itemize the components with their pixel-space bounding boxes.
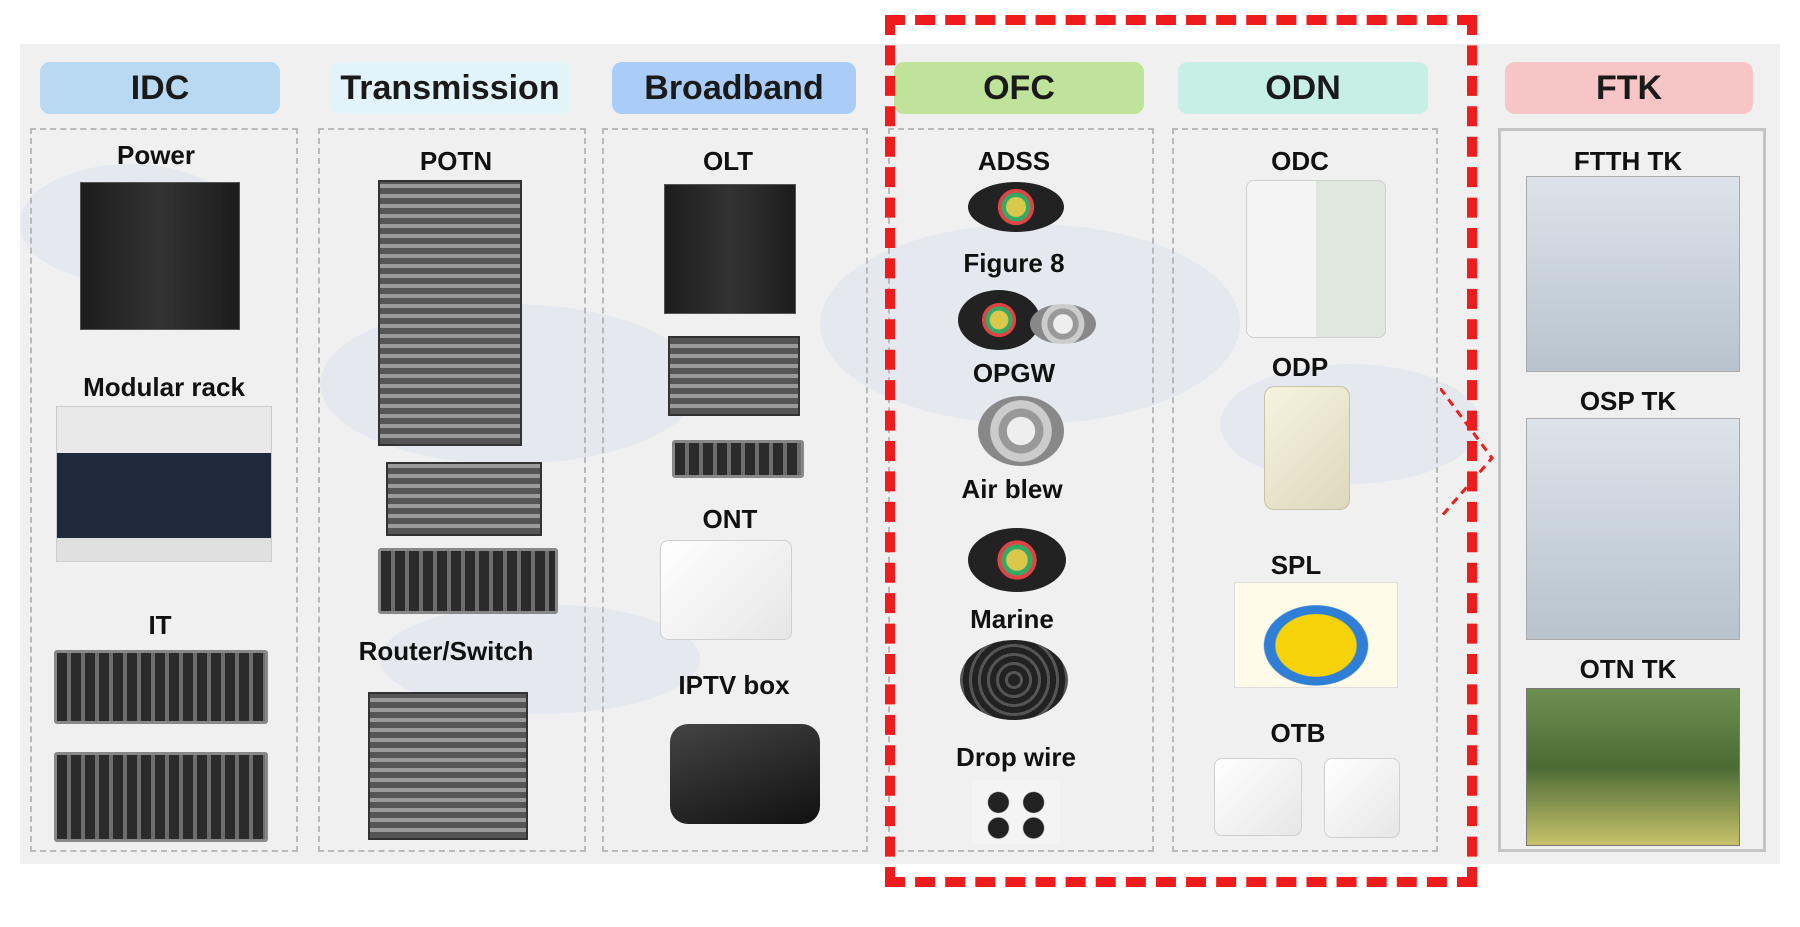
column-ftk xyxy=(1498,128,1766,852)
splitter-image xyxy=(1234,582,1398,688)
label-spl: SPL xyxy=(1270,550,1322,580)
ftth-tk-photo xyxy=(1526,176,1740,372)
label-ftth-tk: FTTH TK xyxy=(1573,146,1683,176)
column-broadband xyxy=(602,128,868,852)
router-switch-image xyxy=(368,692,528,840)
column-idc xyxy=(30,128,298,852)
label-air-blew: Air blew xyxy=(961,474,1063,504)
header-broadband: Broadband xyxy=(612,62,856,114)
label-it: IT xyxy=(148,610,172,640)
olt-shelf-image xyxy=(668,336,800,416)
label-drop-wire: Drop wire xyxy=(956,742,1076,772)
otb-open-image xyxy=(1324,758,1400,838)
potn-chassis-image xyxy=(378,180,522,446)
opgw-cable-image xyxy=(978,396,1064,466)
header-ofc-label: OFC xyxy=(983,68,1055,107)
header-idc-label: IDC xyxy=(130,68,190,107)
label-potn: POTN xyxy=(419,146,493,176)
olt-box-image xyxy=(672,440,804,478)
potn-box-image xyxy=(378,548,558,614)
label-olt: OLT xyxy=(702,146,754,176)
label-odp: ODP xyxy=(1271,352,1329,382)
header-transmission: Transmission xyxy=(330,62,570,114)
label-odc: ODC xyxy=(1271,146,1329,176)
drop-wire-image xyxy=(972,780,1060,844)
label-ont: ONT xyxy=(702,504,758,534)
figure-8-cable-image xyxy=(1030,304,1096,344)
label-marine: Marine xyxy=(970,604,1054,634)
label-modular-rack: Modular rack xyxy=(83,372,245,402)
power-cabinet-image xyxy=(80,182,240,330)
header-odn-label: ODN xyxy=(1265,68,1341,107)
header-ftk: FTK xyxy=(1505,62,1753,114)
label-otn-tk: OTN TK xyxy=(1579,654,1677,684)
column-odn xyxy=(1172,128,1438,852)
air-blew-cable-image xyxy=(968,528,1066,592)
header-ofc: OFC xyxy=(894,62,1144,114)
label-osp-tk: OSP TK xyxy=(1579,386,1677,416)
highlight-frame xyxy=(885,15,1477,887)
label-power: Power xyxy=(116,140,196,170)
figure-8-cable-image xyxy=(958,290,1040,350)
label-router-switch: Router/Switch xyxy=(358,636,534,666)
olt-chassis-image xyxy=(664,184,796,314)
header-ftk-label: FTK xyxy=(1595,68,1663,107)
server-image xyxy=(54,752,268,842)
otn-tk-photo xyxy=(1526,688,1740,846)
odp-box-image xyxy=(1264,386,1350,510)
label-opgw: OPGW xyxy=(972,358,1056,388)
marine-cable-image xyxy=(960,640,1068,720)
iptv-box-image xyxy=(670,724,820,824)
label-otb: OTB xyxy=(1270,718,1326,748)
label-iptv-box: IPTV box xyxy=(678,670,790,700)
column-transmission xyxy=(318,128,586,852)
label-adss: ADSS xyxy=(977,146,1051,176)
arrow-icon xyxy=(1440,388,1494,519)
modular-rack-image xyxy=(56,406,272,562)
adss-cable-image xyxy=(968,182,1064,232)
ont-router-image xyxy=(660,540,792,640)
server-image xyxy=(54,650,268,724)
header-broadband-label: Broadband xyxy=(644,68,824,107)
osp-tk-photo xyxy=(1526,418,1740,640)
odc-cabinet-image xyxy=(1246,180,1386,338)
header-transmission-label: Transmission xyxy=(340,68,560,107)
potn-shelf-image xyxy=(386,462,542,536)
label-figure-8: Figure 8 xyxy=(963,248,1065,278)
header-odn: ODN xyxy=(1178,62,1428,114)
header-idc: IDC xyxy=(40,62,280,114)
otb-box-image xyxy=(1214,758,1302,836)
